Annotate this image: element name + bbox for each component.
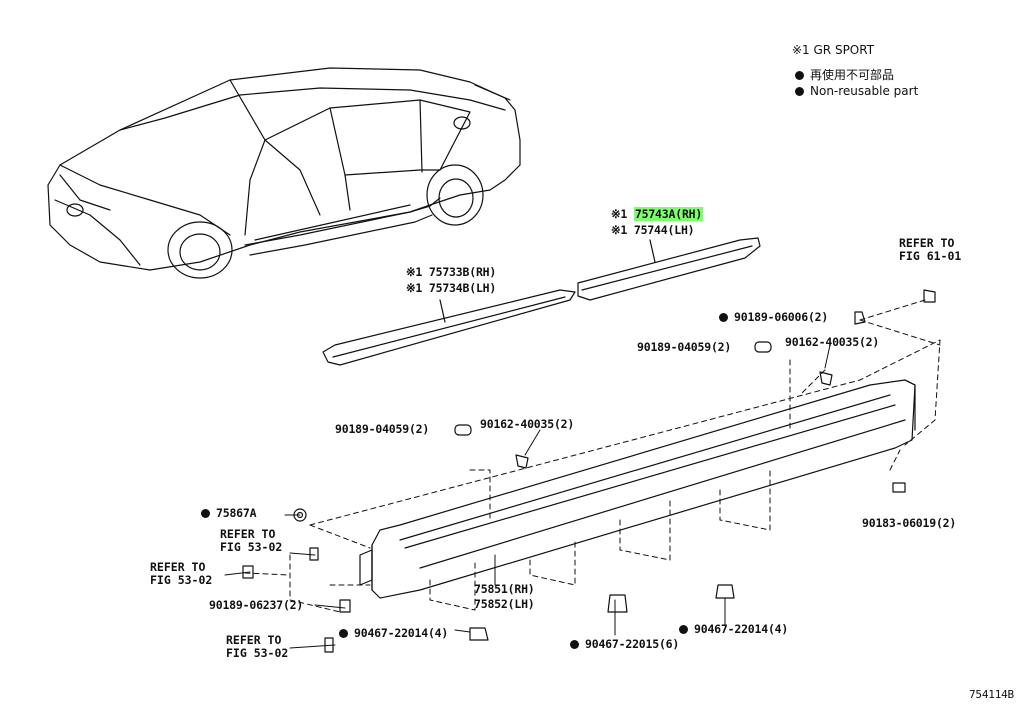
legend-non-reusable-jp: 再使用不可部品 — [795, 66, 894, 83]
part-label-90189-04059-b[interactable]: 90189-04059(2) — [335, 422, 430, 436]
legend-jp-text: 再使用不可部品 — [810, 68, 895, 82]
diagram-id: 754114B — [969, 688, 1014, 701]
non-reusable-icon — [719, 313, 728, 322]
part-label-90183-06019[interactable]: 90183-06019(2) — [862, 516, 957, 530]
part-number: 90189-06006(2) — [734, 310, 829, 324]
refer-line1: REFER TO — [220, 527, 276, 541]
non-reusable-icon — [339, 629, 348, 638]
moulding-75733b — [322, 289, 576, 366]
part-number: 90467-22014(4) — [354, 626, 449, 640]
refer-line2: FIG 53-02 — [220, 540, 283, 554]
legend-en-text: Non-reusable part — [810, 84, 919, 98]
part-label-75734b[interactable]: ※1 75734B(LH) — [406, 281, 497, 295]
bullet-icon — [795, 87, 804, 96]
refer-line1: REFER TO — [899, 236, 955, 250]
refer-line1: REFER TO — [226, 633, 282, 647]
gr-sport-mark: ※1 — [611, 207, 634, 221]
non-reusable-icon — [679, 625, 688, 634]
part-label-75867a[interactable]: 75867A — [201, 506, 257, 520]
part-label-75851[interactable]: 75851(RH) — [474, 582, 535, 596]
part-number: 90467-22014(4) — [694, 622, 789, 636]
part-label-75744[interactable]: ※1 75744(LH) — [611, 223, 695, 237]
refer-line1: REFER TO — [150, 560, 206, 574]
part-number: 75867A — [216, 506, 257, 520]
moulding-75743a — [577, 237, 761, 301]
refer-line2: FIG 53-02 — [150, 573, 213, 587]
legend-gr-sport: ※1 GR SPORT — [792, 43, 875, 57]
fasteners — [242, 289, 936, 653]
part-label-90467-22014-a[interactable]: 90467-22014(4) — [339, 627, 448, 639]
highlighted-part-number: 75743A(RH) — [633, 207, 704, 221]
part-label-75852[interactable]: 75852(LH) — [474, 597, 535, 611]
part-label-75733b[interactable]: ※1 75733B(RH) — [406, 265, 497, 279]
refer-line2: FIG 61-01 — [899, 249, 962, 263]
car-illustration — [47, 67, 521, 279]
part-label-90467-22014-b[interactable]: 90467-22014(4) — [679, 623, 788, 635]
part-number: 90467-22015(6) — [585, 637, 680, 651]
part-label-90189-04059-a[interactable]: 90189-04059(2) — [637, 340, 732, 354]
refer-line2: FIG 53-02 — [226, 646, 289, 660]
rocker-panel — [371, 379, 916, 599]
part-label-90189-06006[interactable]: 90189-06006(2) — [719, 311, 828, 323]
part-label-90467-22015[interactable]: 90467-22015(6) — [570, 638, 679, 650]
part-label-75743a[interactable]: ※1 75743A(RH) — [611, 207, 704, 221]
part-label-90162-40035-b[interactable]: 90162-40035(2) — [480, 417, 575, 431]
legend-non-reusable-en: Non-reusable part — [795, 84, 918, 98]
non-reusable-icon — [201, 509, 210, 518]
non-reusable-icon — [570, 640, 579, 649]
bullet-icon — [795, 71, 804, 80]
part-label-90162-40035-a[interactable]: 90162-40035(2) — [785, 335, 880, 349]
part-label-90189-06237[interactable]: 90189-06237(2) — [209, 598, 304, 612]
